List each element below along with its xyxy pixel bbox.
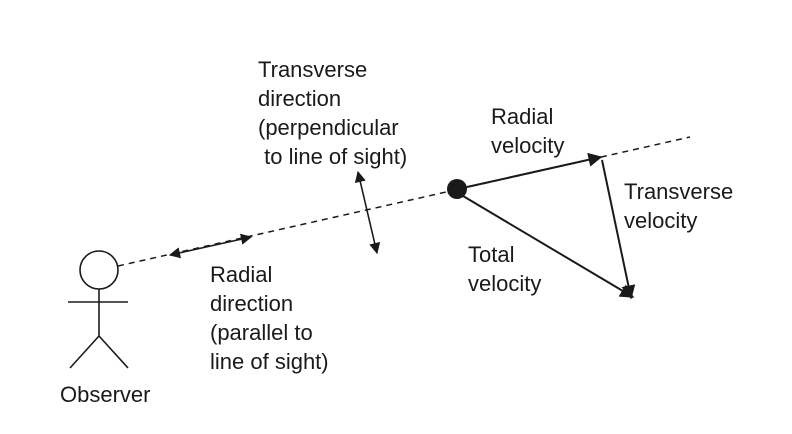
transverse-direction-arrow (354, 170, 381, 255)
transverse-velocity-label: Transverse velocity (624, 179, 739, 233)
radial-velocity-vector (466, 152, 603, 188)
observer-right-leg (98, 335, 129, 369)
transverse-velocity-vector (601, 159, 636, 300)
radial-velocity-label: Radial velocity (491, 104, 564, 158)
transverse-direction-label: Transverse direction (perpendicular to l… (258, 57, 407, 169)
observer-label: Observer (60, 382, 150, 407)
observer-figure (68, 250, 129, 369)
observer-left-leg (69, 335, 100, 369)
observer-head (79, 250, 119, 290)
total-velocity-label: Total velocity (468, 242, 541, 296)
total-velocity-vector (462, 195, 635, 298)
radial-direction-label: Radial direction (parallel to line of si… (210, 262, 329, 374)
star-dot (447, 179, 467, 199)
radial-direction-arrow (168, 233, 253, 259)
